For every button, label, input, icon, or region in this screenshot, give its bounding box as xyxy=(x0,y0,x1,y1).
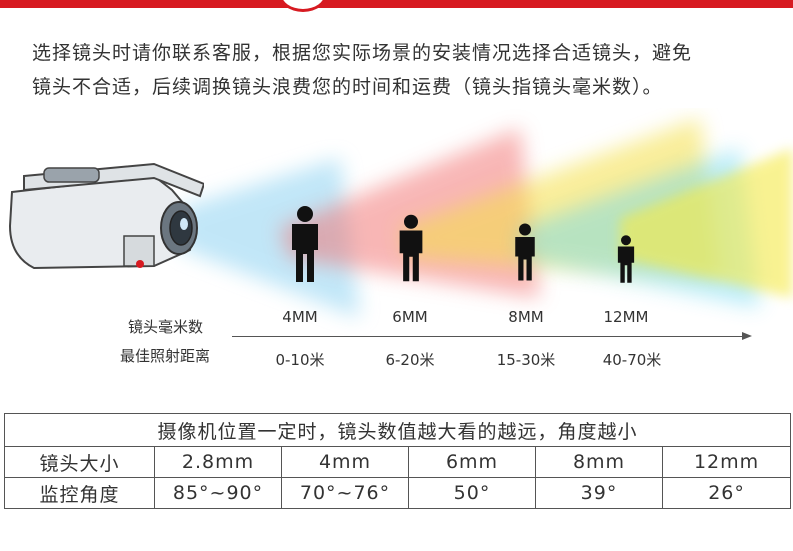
table-cell: 8mm xyxy=(535,446,663,478)
table-cell: 26° xyxy=(661,477,792,509)
lens-row-label: 镜头毫米数 xyxy=(128,318,204,336)
distance-label-8mm: 15-30米 xyxy=(496,351,556,369)
table-cell: 镜头大小 xyxy=(4,446,155,478)
light-beam-illustration xyxy=(180,118,793,318)
table-caption: 摄像机位置一定时，镜头数值越大看的越远，角度越小 xyxy=(3,413,792,447)
table-row: 镜头大小 2.8mm 4mm 6mm 8mm 12mm xyxy=(4,446,792,478)
distance-label-12mm: 40-70米 xyxy=(602,351,662,369)
table-row: 监控角度 85°~90° 70°~76° 50° 39° 26° xyxy=(4,477,792,509)
camera-icon xyxy=(8,162,204,270)
lens-distance-diagram xyxy=(0,108,793,398)
person-icon-4mm xyxy=(292,206,318,282)
table-cell: 4mm xyxy=(281,446,409,478)
table-cell: 85°~90° xyxy=(154,477,282,509)
table-cell: 70°~76° xyxy=(281,477,409,509)
intro-line-1: 选择镜头时请你联系客服，根据您实际场景的安装情况选择合适镜头，避免 xyxy=(32,42,693,64)
person-icon-12mm xyxy=(617,235,635,283)
intro-text: 选择镜头时请你联系客服，根据您实际场景的安装情况选择合适镜头，避免 镜头不合适，… xyxy=(32,36,772,104)
table-cell: 6mm xyxy=(408,446,536,478)
table-cell: 50° xyxy=(408,477,536,509)
distance-row-label: 最佳照射距离 xyxy=(120,347,211,365)
beam-blue xyxy=(180,158,360,318)
table-caption-row: 摄像机位置一定时，镜头数值越大看的越远，角度越小 xyxy=(3,413,792,447)
table-cell: 39° xyxy=(535,477,663,509)
person-icon-8mm xyxy=(515,223,535,281)
lens-label-6mm: 6MM xyxy=(392,308,428,326)
lens-angle-table: 摄像机位置一定时，镜头数值越大看的越远，角度越小 镜头大小 2.8mm 4mm … xyxy=(3,413,792,509)
lens-label-4mm: 4MM xyxy=(282,308,318,326)
person-icon-6mm xyxy=(399,214,423,282)
top-red-band xyxy=(0,0,793,8)
intro-line-2: 镜头不合适，后续调换镜头浪费您的时间和运费（镜头指镜头毫米数）。 xyxy=(32,76,663,98)
axis-arrow-icon xyxy=(742,332,752,340)
lens-label-12mm: 12MM xyxy=(603,308,649,326)
lens-label-8mm: 8MM xyxy=(508,308,544,326)
table-cell: 2.8mm xyxy=(154,446,282,478)
distance-axis xyxy=(232,336,744,337)
beam-yellow-far xyxy=(620,148,793,298)
distance-label-6mm: 6-20米 xyxy=(385,351,435,369)
top-badge-icon xyxy=(278,0,328,12)
distance-label-4mm: 0-10米 xyxy=(275,351,325,369)
table-cell: 12mm xyxy=(661,446,792,478)
table-cell: 监控角度 xyxy=(4,477,155,509)
